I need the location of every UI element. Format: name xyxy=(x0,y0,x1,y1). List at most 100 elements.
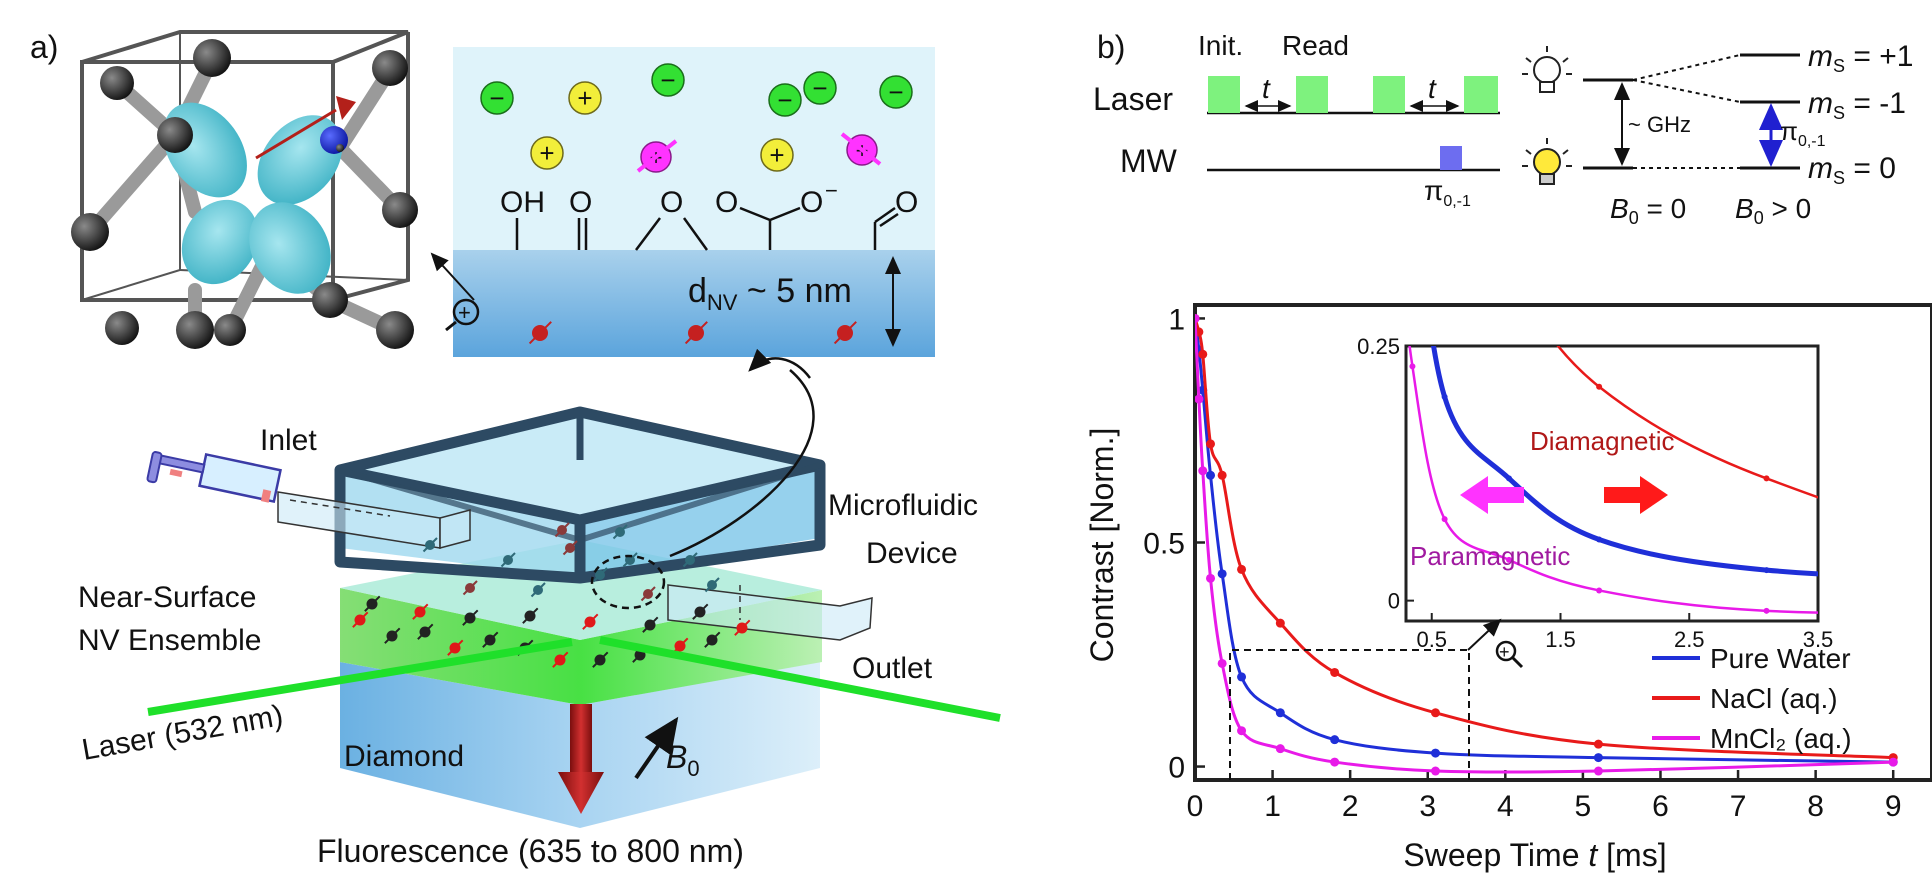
group-aldehyde: O xyxy=(895,186,918,219)
nv-spin xyxy=(552,651,569,668)
nv-spin xyxy=(582,613,599,630)
nv-spin xyxy=(640,586,656,602)
nv-spin xyxy=(352,611,369,628)
cation: + xyxy=(530,136,564,170)
carboxylate-charge: − xyxy=(825,178,838,203)
x-tick-label: 3 xyxy=(1419,790,1436,823)
nv-spin xyxy=(364,595,381,612)
inset-series xyxy=(1408,160,1818,614)
fluorescence-label: Fluorescence (635 to 800 nm) xyxy=(317,833,744,869)
b0-label: B0 xyxy=(666,739,700,781)
inset-data-point xyxy=(1596,536,1603,543)
group-carboxyl-o1: O xyxy=(715,186,738,219)
ghz-label: ~ GHz xyxy=(1628,112,1691,137)
group-carbonyl: O xyxy=(569,186,592,219)
anion: − xyxy=(879,75,913,109)
magnify-icon xyxy=(1495,640,1517,662)
x-tick-label: 9 xyxy=(1885,790,1902,823)
inset-data-point xyxy=(1409,160,1415,166)
nv-spin xyxy=(622,552,638,568)
microfluidic-device xyxy=(146,348,1001,828)
y-tick-label: 0 xyxy=(1168,752,1185,785)
laser-beam-left xyxy=(147,638,573,716)
data-point xyxy=(1430,766,1440,776)
nv-spin xyxy=(528,321,552,345)
x-tick-label: 5 xyxy=(1575,790,1592,823)
nv-spin xyxy=(562,540,578,556)
legend-label: Pure Water xyxy=(1710,643,1851,674)
ms-0-label: mS = 0 xyxy=(1808,152,1896,188)
inset-data-point xyxy=(1596,383,1603,390)
paramagnetic-ion: + xyxy=(636,139,678,173)
group-carboxyl-o2: O xyxy=(800,186,823,219)
data-point xyxy=(1237,564,1247,574)
data-point xyxy=(1206,573,1216,583)
syringe xyxy=(146,451,282,504)
nv-spin xyxy=(522,607,539,624)
nv-spin xyxy=(462,580,478,596)
data-point xyxy=(1430,708,1440,718)
x-tick-label: 6 xyxy=(1652,790,1669,823)
panel-b-label: b) xyxy=(1097,29,1125,65)
group-ether: O xyxy=(660,186,683,219)
init-label: Init. xyxy=(1198,30,1243,61)
laser-row-label: Laser xyxy=(1093,81,1173,117)
zoom-ellipse xyxy=(590,554,666,610)
svg-text:−: − xyxy=(777,85,792,115)
svg-text:−: − xyxy=(660,65,675,95)
pi-pulse-label: π0,-1 xyxy=(1424,175,1471,210)
inset-y-tick-label: 0 xyxy=(1388,589,1400,614)
anion: − xyxy=(651,63,685,97)
ensemble-label-2: NV Ensemble xyxy=(78,624,261,657)
data-point xyxy=(1217,470,1227,480)
bulb-on-icon xyxy=(1522,138,1572,185)
inset-data-point xyxy=(1441,516,1448,523)
ions: −−−−−+++++ xyxy=(480,63,913,173)
bulb-off-icon xyxy=(1522,46,1572,93)
inset-data-point xyxy=(1409,363,1416,370)
data-point xyxy=(1330,667,1340,677)
inset-series-line xyxy=(1431,346,1818,577)
inset-series-line xyxy=(1408,346,1818,614)
diamond-label: Diamond xyxy=(344,740,464,773)
nv-spin xyxy=(642,616,659,633)
inset-x-tick-label: 1.5 xyxy=(1545,627,1576,652)
data-point xyxy=(1237,672,1247,682)
energy-levels: ~ GHz π0,-1 mS = +1 mS = -1 mS = 0 B0 = … xyxy=(1522,40,1913,228)
inset-x-tick-label: 0.5 xyxy=(1416,627,1447,652)
x-tick-label: 7 xyxy=(1730,790,1747,823)
data-point xyxy=(1593,766,1603,776)
ensemble-label-1: Near-Surface xyxy=(78,581,256,614)
svg-text:+: + xyxy=(539,138,554,168)
panel-a: a) xyxy=(30,29,1001,869)
mw-row-label: MW xyxy=(1120,143,1178,179)
mw-pi-pulse xyxy=(1440,146,1462,170)
nv-spin xyxy=(592,567,608,583)
data-point xyxy=(1237,726,1247,736)
nv-spin xyxy=(734,619,751,636)
fluid-spins xyxy=(422,522,720,602)
nv-spins-layer xyxy=(352,595,751,668)
nv-spin xyxy=(612,524,628,540)
data-point xyxy=(1430,748,1440,758)
t-label-2: t xyxy=(1428,73,1437,104)
legend-label: MnCl₂ (aq.) xyxy=(1710,723,1852,754)
data-point xyxy=(1198,349,1208,359)
svg-text:+: + xyxy=(458,300,471,325)
paramagnetic-ion: + xyxy=(840,132,882,166)
nv-spin xyxy=(682,552,698,568)
data-point xyxy=(1888,757,1898,767)
anion: − xyxy=(768,83,802,117)
data-point xyxy=(1330,757,1340,767)
inset-y-tick-label: 0.25 xyxy=(1357,334,1400,359)
y-tick-label: 0.5 xyxy=(1143,528,1185,561)
inset-diamagnetic-label: Diamagnetic xyxy=(1530,426,1675,456)
data-point xyxy=(1198,466,1208,476)
cation: + xyxy=(760,138,794,172)
svg-text:−: − xyxy=(812,73,827,103)
main-series xyxy=(1195,313,1898,776)
x-tick-label: 8 xyxy=(1807,790,1824,823)
svg-text:+: + xyxy=(1499,642,1510,662)
